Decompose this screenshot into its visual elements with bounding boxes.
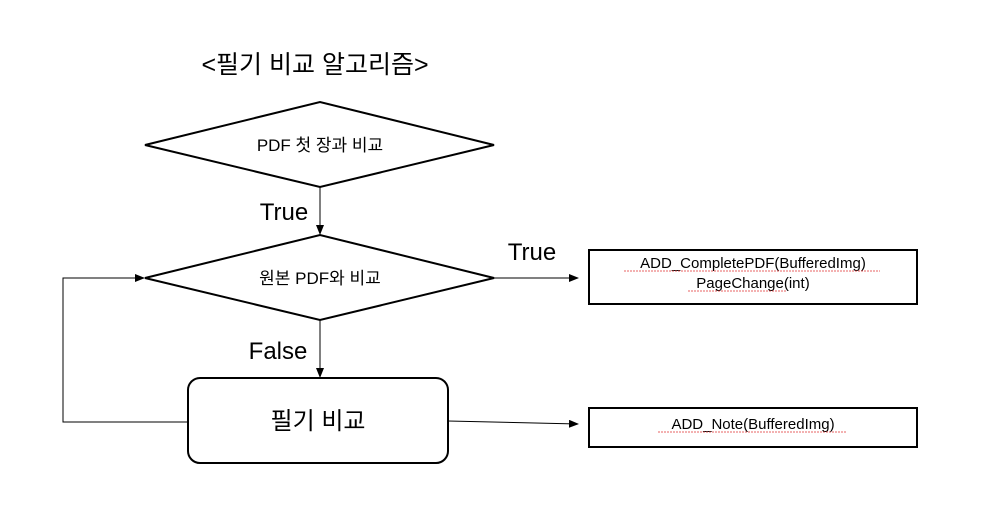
process-handwriting-compare (187, 377, 449, 464)
output-complete-line-1: ADD_CompletePDF(BufferedImg) (640, 255, 866, 272)
edge-label-true-1: True (260, 199, 308, 226)
output-note-label: ADD_Note(BufferedImg) (671, 416, 834, 433)
decision-first-page-label: PDF 첫 장과 비교 (257, 136, 383, 155)
arrow-handwriting-to-note (447, 419, 579, 428)
diagram-title: <필기 비교 알고리즘> (201, 51, 428, 79)
process-handwriting-label: 필기 비교 (271, 408, 366, 435)
output-complete-pdf-box (588, 249, 918, 305)
arrow-loop-back (62, 274, 188, 423)
edge-label-false: False (249, 338, 308, 365)
decision-first-page (144, 100, 495, 189)
decision-original-pdf-label: 원본 PDF와 비교 (259, 269, 381, 288)
output-note-box (588, 407, 918, 448)
output-complete-line-2: PageChange(int) (696, 275, 809, 292)
edge-label-true-2: True (508, 239, 556, 266)
